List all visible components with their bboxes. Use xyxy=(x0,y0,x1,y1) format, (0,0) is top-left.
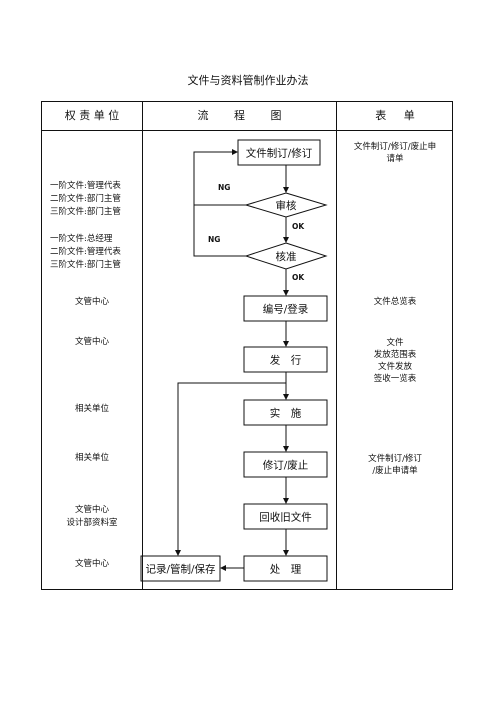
form-line: 文件制订/修订 xyxy=(368,454,422,464)
form-change-request: 文件制订/修订/废止申 请单 xyxy=(337,141,453,165)
ok-label-review: OK xyxy=(292,222,305,231)
ng-label-approve: NG xyxy=(208,235,220,244)
step-revise-label: 修订/废止 xyxy=(263,459,309,472)
arrow-ng-approve-loop xyxy=(193,205,246,257)
unit-line: 一阶文件:总经理 xyxy=(50,234,113,244)
unit-line: 一阶文件:管理代表 xyxy=(50,181,121,191)
unit-line: 二阶文件:部门主管 xyxy=(50,194,121,204)
form-line: /废止申请单 xyxy=(372,466,418,476)
form-line: 签收一览表 xyxy=(373,374,417,384)
column-divider-2 xyxy=(336,102,337,589)
header-flowchart: 流 程 图 xyxy=(197,109,282,122)
unit-line: 文管中心 xyxy=(74,505,109,515)
header-divider xyxy=(42,130,452,131)
arrow-issue-record xyxy=(175,382,286,556)
header-forms: 表 单 xyxy=(375,109,415,122)
step-record-label: 记录/管制/保存 xyxy=(145,563,216,576)
step-implement-label: 实 施 xyxy=(270,407,302,420)
form-distribution: 文件 发放范围表 文件发放 签收一览表 xyxy=(337,337,453,385)
form-line: 文件制订/修订/废止申 xyxy=(353,142,437,152)
document-title: 文件与资料管制作业办法 xyxy=(187,74,309,87)
column-divider-1 xyxy=(142,102,143,589)
form-revision-request: 文件制订/修订 /废止申请单 xyxy=(337,453,453,477)
step-recall-label: 回收旧文件 xyxy=(259,511,312,524)
arrow-ng-review-loop xyxy=(193,149,246,206)
unit-dispose: 文管中心 xyxy=(74,559,109,569)
decision-review-label: 审核 xyxy=(276,199,297,212)
form-overview: 文件总览表 xyxy=(373,297,417,307)
header-responsible-unit: 权 责 单 位 xyxy=(64,109,120,122)
step-number-label: 编号/登录 xyxy=(263,303,309,316)
ng-label-review: NG xyxy=(218,183,230,192)
unit-revise: 相关单位 xyxy=(74,453,109,463)
unit-approval: 一阶文件:总经理 二阶文件:管理代表 三阶文件:部门主管 xyxy=(50,233,150,272)
step-issue-label: 发 行 xyxy=(270,354,302,367)
step-draft-label: 文件制订/修订 xyxy=(246,147,313,160)
unit-line: 二阶文件:管理代表 xyxy=(50,247,121,257)
unit-line: 设计部资料室 xyxy=(66,518,118,528)
unit-line: 三阶文件:部门主管 xyxy=(50,207,121,217)
unit-drafting: 一阶文件:管理代表 二阶文件:部门主管 三阶文件:部门主管 xyxy=(50,180,150,219)
unit-line: 三阶文件:部门主管 xyxy=(50,260,121,270)
form-line: 发放范围表 xyxy=(373,350,417,360)
unit-issue: 文管中心 xyxy=(74,337,109,347)
ok-label-approve: OK xyxy=(292,273,305,282)
procedure-table: 权 责 单 位 流 程 图 表 单 一阶文件:管理代表 二阶文件:部门主管 三阶… xyxy=(41,101,453,590)
form-line: 文件 xyxy=(386,338,404,348)
unit-recall: 文管中心 设计部资料室 xyxy=(42,504,142,530)
box-draft xyxy=(237,139,321,166)
step-dispose-label: 处 理 xyxy=(270,564,302,576)
form-line: 文件发放 xyxy=(377,362,412,372)
form-line: 请单 xyxy=(386,154,404,164)
unit-implement: 相关单位 xyxy=(74,404,109,414)
unit-numbering: 文管中心 xyxy=(74,297,109,307)
decision-approve-label: 核准 xyxy=(276,250,297,263)
